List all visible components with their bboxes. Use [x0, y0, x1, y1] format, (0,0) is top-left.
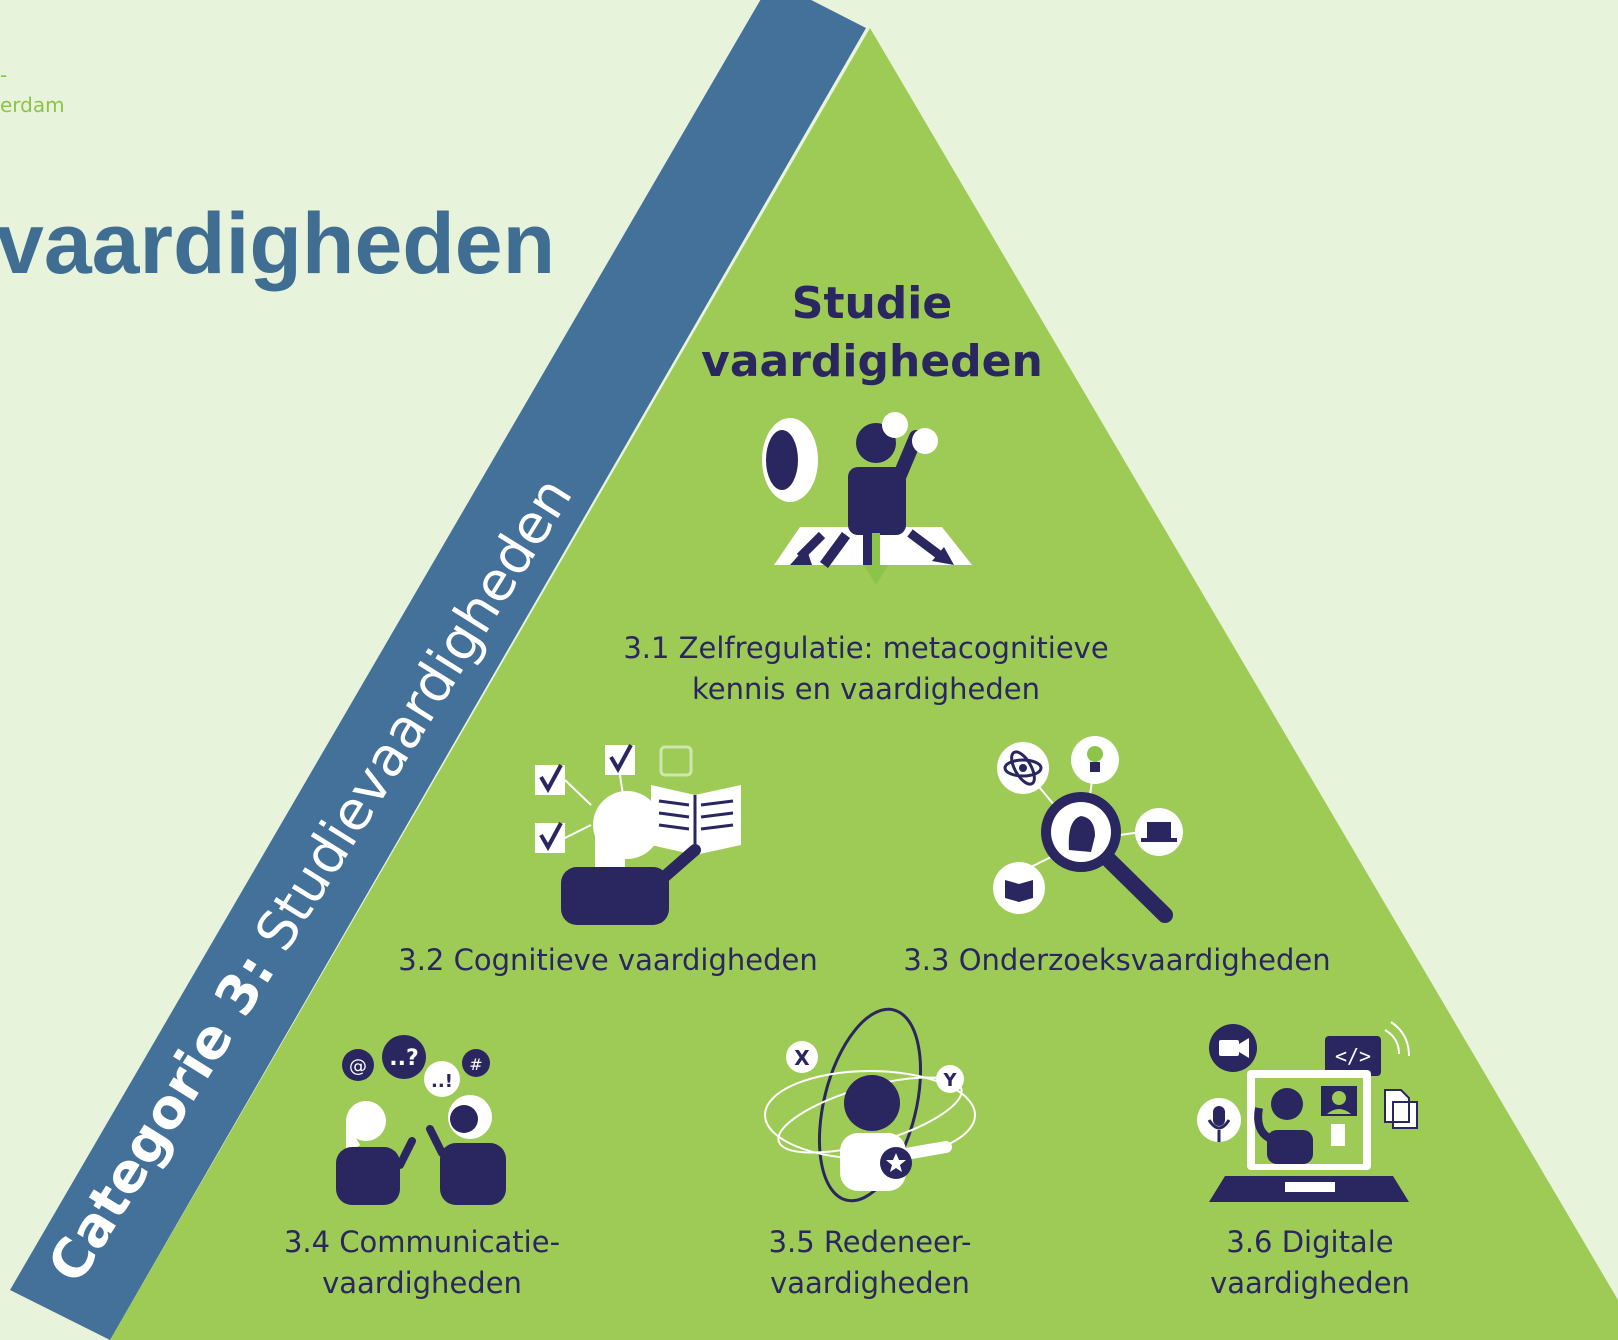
svg-text:..?: ..? [389, 1046, 418, 1071]
svg-text:#: # [469, 1055, 482, 1074]
organization-name: - erdam [0, 60, 65, 120]
pyramid-title-line-1: Studie [791, 278, 953, 329]
item-3-5-line-2: vaardigheden [770, 1266, 970, 1300]
org-line-2: erdam [0, 93, 65, 117]
pyramid-title-line-2: vaardigheden [701, 336, 1043, 387]
item-3-1-label: 3.1 Zelfregulatie: metacognitieve kennis… [623, 628, 1108, 710]
reading-checklist-icon [535, 744, 741, 925]
pyramid-triangle [110, 28, 1618, 1340]
magnifier-research-icon [993, 736, 1183, 923]
page-title: vaardigheden [0, 196, 556, 292]
item-3-6-line-2: vaardigheden [1210, 1266, 1410, 1300]
item-3-6-label: 3.6 Digitale vaardigheden [1210, 1222, 1410, 1304]
item-3-1-line-2: kennis en vaardigheden [691, 672, 1041, 706]
category-band [10, 0, 866, 1340]
item-3-6-line-1: 3.6 Digitale [1226, 1225, 1394, 1259]
item-3-5-line-1: 3.5 Redeneer- [768, 1225, 972, 1259]
laptop-video-call-icon: </> [1197, 1021, 1418, 1202]
item-3-1-line-1: 3.1 Zelfregulatie: metacognitieve [623, 631, 1109, 665]
item-3-3-label: 3.3 Onderzoeksvaardigheden [903, 943, 1331, 977]
svg-text:@: @ [349, 1056, 367, 1077]
conversation-icon: @ ..? ..! # [336, 1035, 506, 1205]
org-line-1: - [0, 63, 8, 87]
svg-text:Y: Y [942, 1070, 957, 1091]
svg-text:..!: ..! [431, 1071, 453, 1092]
item-3-2-label: 3.2 Cognitieve vaardigheden [398, 943, 818, 977]
self-regulation-icon [762, 412, 972, 585]
svg-text:</>: </> [1335, 1044, 1371, 1068]
svg-text:X: X [794, 1046, 810, 1070]
pyramid-title: Studie vaardigheden [701, 275, 1043, 391]
item-3-4-label: 3.4 Communicatie- vaardigheden [284, 1222, 560, 1304]
item-3-4-line-2: vaardigheden [322, 1266, 522, 1300]
item-3-4-line-1: 3.4 Communicatie- [283, 1225, 561, 1259]
item-3-5-label: 3.5 Redeneer- vaardigheden [769, 1222, 972, 1304]
reasoning-orbit-icon: X Y [764, 1007, 976, 1203]
